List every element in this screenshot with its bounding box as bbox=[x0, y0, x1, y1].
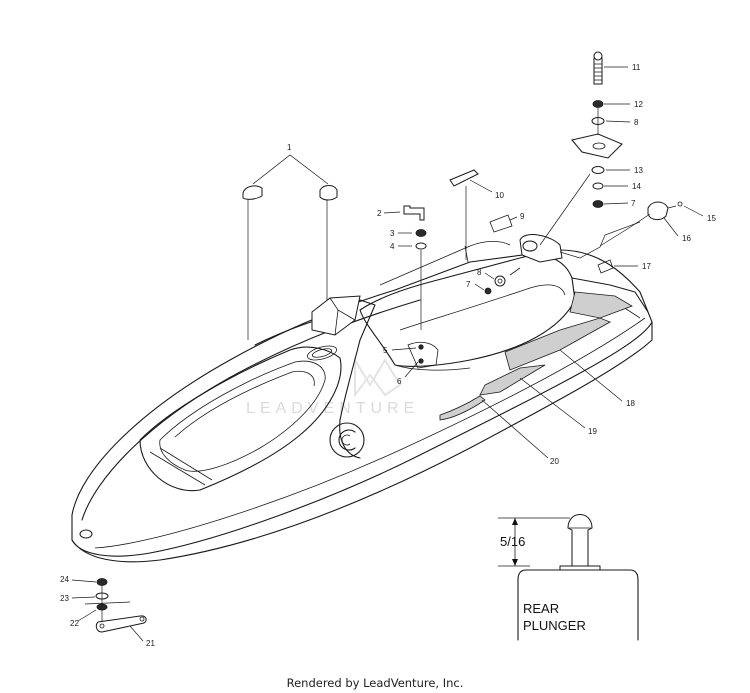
detail-title-line1: REAR bbox=[523, 601, 559, 616]
vent-cap-right bbox=[319, 185, 338, 300]
callout-2: 2 bbox=[377, 209, 382, 218]
callout-8-seat: 8 bbox=[477, 268, 482, 277]
callout-11: 11 bbox=[632, 63, 641, 72]
callout-6: 6 bbox=[397, 377, 402, 386]
watermark-logo-icon bbox=[354, 356, 402, 398]
callout-18: 18 bbox=[626, 399, 635, 408]
callout-7-stack: 7 bbox=[631, 199, 636, 208]
rear-plunger-detail: 5/16 REAR PLUNGER bbox=[498, 514, 639, 641]
callout-1: 1 bbox=[287, 143, 292, 152]
callout-15: 15 bbox=[707, 214, 716, 223]
watermark-text: LEADVENTURE bbox=[246, 400, 419, 417]
footer-credit: Rendered by LeadVenture, Inc. bbox=[286, 676, 464, 690]
dimension-label: 5/16 bbox=[500, 534, 525, 549]
callout-12: 12 bbox=[634, 100, 643, 109]
hull-body bbox=[71, 234, 653, 563]
washer-part bbox=[415, 242, 427, 250]
plunger-stack bbox=[539, 51, 623, 246]
seat-bracket-part bbox=[403, 205, 425, 221]
callout-4: 4 bbox=[390, 242, 395, 251]
callout-7-seat: 7 bbox=[466, 280, 471, 289]
vent-cap-left bbox=[242, 185, 263, 340]
watermark: LEADVENTURE bbox=[246, 356, 419, 417]
callout-20: 20 bbox=[550, 457, 559, 466]
callout-leaders bbox=[71, 66, 704, 642]
callout-8-stack: 8 bbox=[634, 118, 639, 127]
callout-24: 24 bbox=[60, 575, 69, 584]
callout-9: 9 bbox=[520, 212, 525, 221]
callout-19: 19 bbox=[588, 427, 597, 436]
callout-22: 22 bbox=[70, 619, 79, 628]
callout-13: 13 bbox=[634, 166, 643, 175]
callout-23: 23 bbox=[60, 594, 69, 603]
bottom-hardware bbox=[84, 578, 147, 633]
detail-title-line2: PLUNGER bbox=[523, 618, 586, 633]
callout-3: 3 bbox=[390, 229, 395, 238]
callout-labels: 1 2 3 4 5 6 7 7 8 8 9 10 11 12 13 14 15 … bbox=[60, 63, 716, 648]
callout-17: 17 bbox=[642, 262, 651, 271]
callout-14: 14 bbox=[632, 182, 641, 191]
callout-5: 5 bbox=[383, 346, 388, 355]
callout-21: 21 bbox=[146, 639, 155, 648]
callout-16: 16 bbox=[682, 234, 691, 243]
nut-part bbox=[415, 229, 427, 237]
callout-10: 10 bbox=[495, 191, 504, 200]
